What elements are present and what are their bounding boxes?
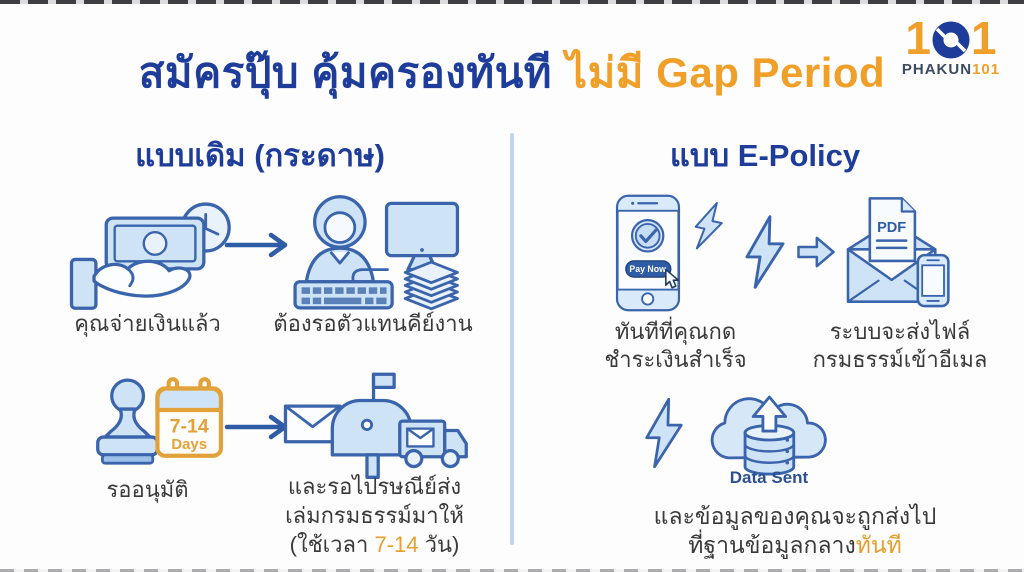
smartphone-paynow-icon: Pay Now: [615, 194, 681, 312]
data-sent-badge: Data Sent: [729, 468, 809, 487]
logo-brand-blue: PHAKUN: [901, 61, 973, 78]
logo-digit-right: 1: [971, 12, 997, 64]
agent-computer-icon: [293, 195, 460, 311]
logo-brand-text: PHAKUN101: [892, 61, 1010, 78]
email-pdf-phone-icon: PDF: [846, 197, 950, 308]
title-blue-part: สมัครปุ๊บ คุ้มครองทันที: [138, 49, 552, 96]
pdf-file-label: PDF: [877, 220, 906, 236]
cursor-icon: [665, 268, 680, 289]
email-line2: กรมธรรม์เข้าอีเมล: [812, 347, 988, 372]
mailbox-truck-icon: [283, 372, 468, 479]
mail-wait-line1: และรอไปรษณีย์ส่ง: [287, 474, 462, 499]
email-line1: ระบบจะส่งไฟล์: [829, 319, 971, 344]
step-label: ทันทีที่คุณกด ชำระเงินสำเร็จ: [583, 318, 768, 374]
right-column-heading: แบบ E-Policy: [669, 138, 861, 173]
stamp-calendar-icon: 7-14 Days: [96, 377, 224, 465]
lightning-bolt-icon: [686, 197, 729, 259]
lightning-bolt-icon: [745, 215, 785, 289]
logo-digit-left: 1: [905, 12, 931, 64]
step-label: ต้องรอตัวแทนคีย์งาน: [273, 311, 473, 336]
logo-brand-orange: 101: [972, 61, 1001, 78]
calendar-days-number: 7-14: [170, 415, 209, 437]
page-title: สมัครปุ๊บ คุ้มครองทันที ไม่มี Gap Period: [0, 40, 1024, 106]
highlight-duration: 7-14: [374, 532, 419, 557]
highlight-immediately: ทันที: [855, 532, 902, 558]
step-label: ระบบจะส่งไฟล์ กรมธรรม์เข้าอีเมล: [800, 318, 1000, 374]
arrow-right-icon: [224, 232, 288, 258]
mail-wait-line2: เล่มกรมธรรม์มาให้: [285, 503, 464, 528]
upload-arrow-icon: [751, 395, 788, 433]
top-edge-artifact: [0, 0, 1024, 4]
block-arrow-right-icon: [797, 236, 835, 268]
bottom-edge-artifact: [0, 569, 1024, 572]
pay-now-button-label: Pay Now: [629, 264, 666, 274]
column-divider: [510, 133, 514, 545]
lightning-bolt-icon: [645, 397, 683, 469]
cloud-upload-database-icon: [710, 395, 827, 476]
title-orange-part: ไม่มี Gap Period: [566, 49, 886, 96]
hand-money-clock-icon: [69, 202, 231, 310]
pay-line1: ทันทีที่คุณกด: [614, 319, 737, 344]
pay-line2: ชำระเงินสำเร็จ: [604, 347, 747, 372]
data-line2: ที่ฐานข้อมูลกลางทันที: [688, 532, 902, 558]
step-label: รออนุมัติ: [106, 477, 189, 502]
calendar-days-word: Days: [171, 436, 207, 453]
logo-mark: 1 1: [892, 12, 1010, 64]
step-label: และรอไปรษณีย์ส่ง เล่มกรมธรรม์มาให้ (ใช้เ…: [262, 472, 487, 559]
left-column-heading: แบบเดิม (กระดาษ): [135, 138, 385, 173]
data-line1: และข้อมูลของคุณจะถูกส่งไป: [653, 503, 937, 529]
step-label: และข้อมูลของคุณจะถูกส่งไป ที่ฐานข้อมูลกล…: [595, 502, 995, 560]
logo-donut-zero-icon: [932, 21, 970, 59]
step-label: คุณจ่ายเงินแล้ว: [74, 311, 221, 336]
phakun101-logo: 1 1 PHAKUN101: [892, 12, 1010, 78]
mail-wait-line3: (ใช้เวลา 7-14 วัน): [289, 532, 460, 557]
